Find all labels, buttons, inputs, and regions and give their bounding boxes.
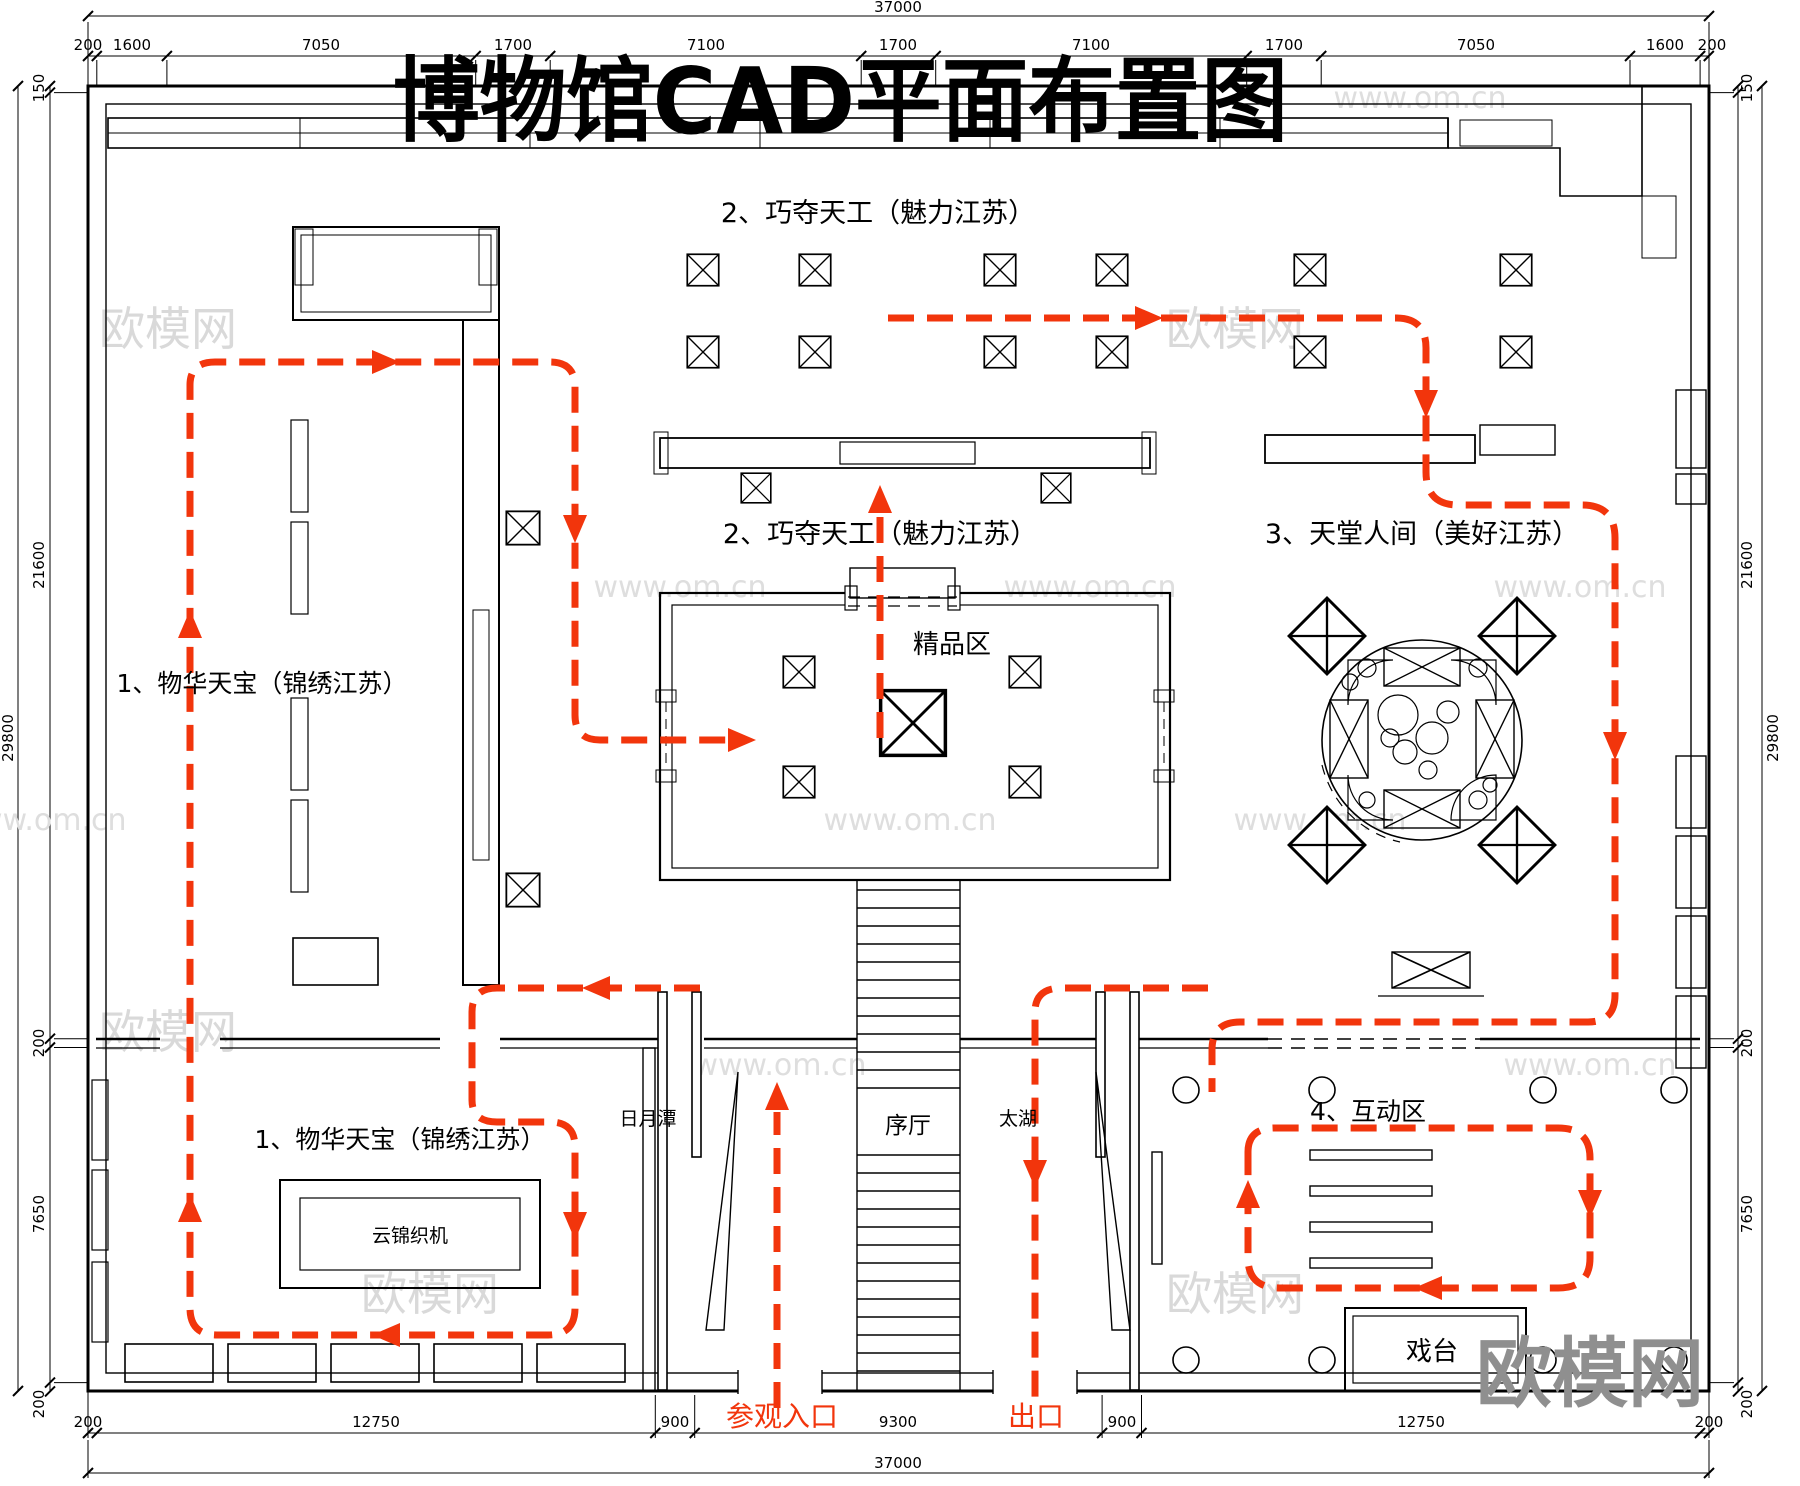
watermark-url: www.om.cn [593, 570, 766, 605]
watermark-url: www.om.cn [693, 1048, 866, 1083]
dim-bottom-seg: 9300 [879, 1413, 917, 1431]
watermark-url: www.om.cn [1003, 570, 1176, 605]
dim-bottom-total: 37000 [874, 1454, 922, 1472]
dim-top-seg: 1600 [1646, 36, 1684, 54]
watermark-brand-large: 欧模网 [1476, 1329, 1704, 1418]
dim-top-seg: 7050 [1457, 36, 1495, 54]
stage [1344, 1307, 1527, 1392]
display-tables [653, 424, 1556, 504]
watermark-url: www.om.cn [823, 803, 996, 838]
dim-bottom-seg: 12750 [1397, 1413, 1445, 1431]
entry-stairs [856, 880, 961, 1391]
dim-left-seg: 21600 [30, 541, 48, 589]
boutique-label: 精品区 [913, 630, 991, 660]
dim-top-seg: 1700 [879, 36, 917, 54]
column-grid [686, 253, 1533, 369]
dim-top-seg: 7050 [302, 36, 340, 54]
dim-left-total: 29800 [0, 714, 17, 762]
fixtures [91, 86, 1707, 1392]
dimension-lines [12, 10, 1768, 1479]
interactive-room [1151, 1076, 1688, 1392]
tai-lake-wedge [1095, 1071, 1131, 1331]
lobby-label: 序厅 [885, 1113, 931, 1139]
route-exit [1031, 984, 1208, 1406]
dim-bottom-seg: 900 [661, 1413, 690, 1431]
cross-cases [1329, 647, 1515, 829]
dim-top-total: 37000 [874, 0, 922, 16]
treasure-room [91, 1047, 656, 1392]
dim-right-seg: 150 [1738, 74, 1756, 103]
zone4-label: 4、互动区 [1310, 1097, 1426, 1126]
dim-right-seg: 200 [1738, 1390, 1756, 1419]
dim-left-seg: 150 [30, 74, 48, 103]
zone2-upper-label: 2、巧夺天工（魅力江苏） [721, 198, 1035, 229]
route-interactive-loop [1244, 1124, 1594, 1292]
loom-label: 云锦织机 [372, 1225, 448, 1247]
page-title: 博物馆CAD平面布置图 [393, 48, 1288, 155]
water-features [705, 1071, 1131, 1331]
dim-top-seg: 7100 [687, 36, 725, 54]
round-exhibit-area [1287, 596, 1557, 997]
zone1-upper-label: 1、物华天宝（锦绣江苏） [117, 669, 408, 698]
dim-top-seg: 1700 [494, 36, 532, 54]
right-wall-cases [1675, 389, 1707, 1069]
watermarks: 欧模网 欧模网 欧模网 欧模网 欧模网 www.om.cn www.om.cn … [0, 81, 1677, 1321]
watermark-url: www.om.cn [0, 803, 127, 838]
zone-labels: 2、巧夺天工（魅力江苏） 2、巧夺天工（魅力江苏） 3、天堂人间（美好江苏） 1… [117, 198, 1580, 1433]
left-exhibit-structure [290, 226, 541, 986]
tai-lake-label: 太湖 [999, 1108, 1037, 1130]
watermark-brand: 欧模网 [1166, 302, 1304, 356]
sun-moon-lake-wedge [705, 1071, 739, 1331]
dim-bottom-seg: 200 [1695, 1413, 1724, 1431]
zone2-mid-label: 2、巧夺天工（魅力江苏） [723, 519, 1037, 550]
dim-top-seg: 7100 [1072, 36, 1110, 54]
zone1-lower-label: 1、物华天宝（锦绣江苏） [255, 1125, 546, 1154]
sphere-cluster [1341, 658, 1498, 810]
watermark-brand: 欧模网 [99, 1005, 237, 1059]
stage-label: 戏台 [1406, 1337, 1458, 1367]
dim-top-seg: 1700 [1265, 36, 1303, 54]
quarter-wedges [1347, 659, 1497, 821]
exit-label: 出口 [1008, 1400, 1064, 1433]
watermark-url: www.om.cn [1493, 570, 1666, 605]
watermark-brand: 欧模网 [361, 1267, 499, 1321]
dim-bottom-seg: 12750 [352, 1413, 400, 1431]
sun-moon-lake-label: 日月潭 [619, 1108, 676, 1130]
entrance-label: 参观入口 [726, 1400, 838, 1433]
route-top-right [888, 314, 1619, 1092]
dim-right-total: 29800 [1764, 714, 1782, 762]
watermark-brand: 欧模网 [1166, 1267, 1304, 1321]
dim-bottom-seg: 900 [1108, 1413, 1137, 1431]
dim-right-seg: 200 [1738, 1029, 1756, 1058]
dim-left-seg: 7650 [30, 1195, 48, 1233]
dim-bottom-seg: 200 [74, 1413, 103, 1431]
dim-top-seg: 1600 [113, 36, 151, 54]
dim-right-seg: 7650 [1738, 1195, 1756, 1233]
building-walls [86, 84, 1711, 1394]
dim-left-seg: 200 [30, 1390, 48, 1419]
top-wall-cases [107, 86, 1677, 259]
watermark-brand: 欧模网 [99, 302, 237, 356]
zone3-label: 3、天堂人间（美好江苏） [1265, 519, 1579, 550]
route-arrows [178, 306, 1627, 1347]
dim-top-seg: 200 [1698, 36, 1727, 54]
dim-left-seg: 200 [30, 1029, 48, 1058]
dim-right-seg: 21600 [1738, 541, 1756, 589]
dim-top-seg: 200 [74, 36, 103, 54]
watermark-url: www.om.cn [1503, 1048, 1676, 1083]
